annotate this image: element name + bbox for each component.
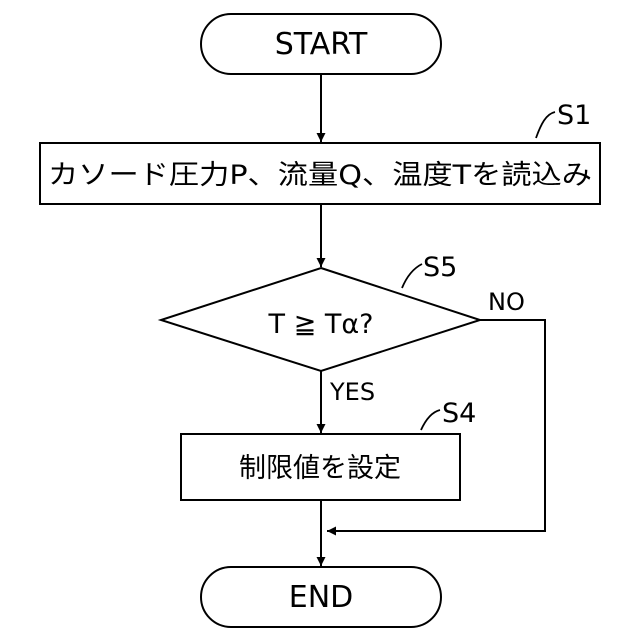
start-label: START (275, 27, 368, 62)
read-step-id: S1 (557, 100, 591, 131)
end-label: END (289, 580, 354, 615)
set-step-id: S4 (442, 398, 476, 429)
decision-node: T ≧ Tα? S5 (161, 252, 480, 371)
read-step-label: カソード圧力P、流量Q、温度Tを読込み (48, 160, 592, 191)
set-step-node: 制限値を設定 S4 (181, 398, 476, 500)
start-node: START (201, 14, 441, 74)
end-node: END (201, 567, 441, 627)
read-step-id-leader (536, 112, 555, 138)
decision-id-leader (402, 264, 422, 288)
no-label: NO (488, 288, 525, 316)
decision-id: S5 (423, 252, 457, 283)
yes-label: YES (329, 378, 375, 406)
decision-label: T ≧ Tα? (268, 309, 374, 340)
set-step-label: 制限値を設定 (239, 453, 401, 484)
set-step-id-leader (421, 410, 440, 430)
